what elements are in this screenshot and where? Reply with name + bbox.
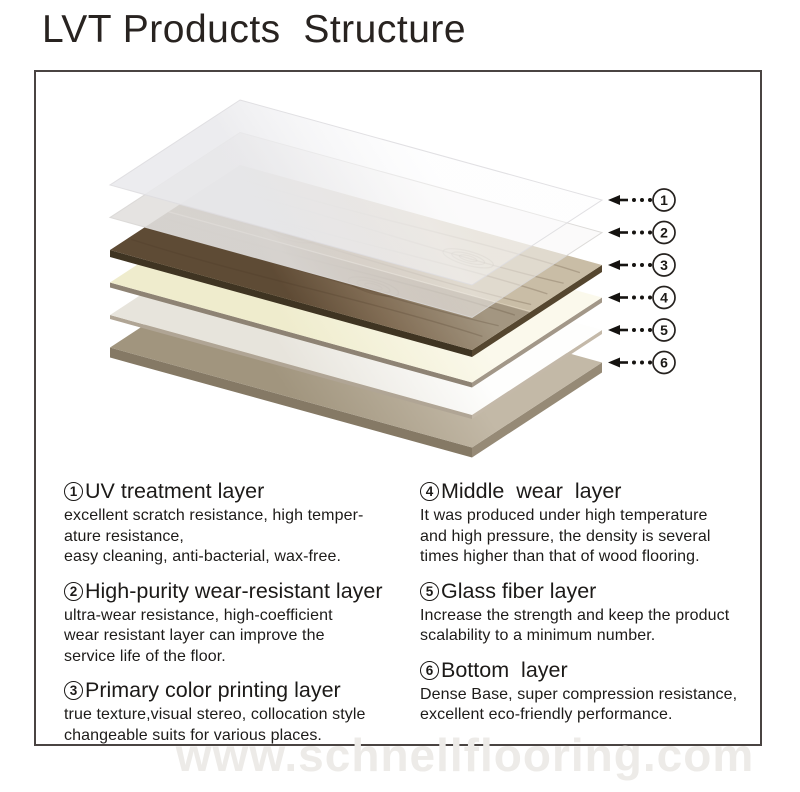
section-body: Dense Base, super compression resistance… [420, 685, 738, 724]
callout-circle [652, 220, 676, 245]
layer-1-uv-treatment [108, 99, 604, 286]
layer-side-right [472, 297, 602, 388]
section-body: excellent scratch resistance, high tempe… [64, 507, 364, 565]
callout-number: 2 [660, 225, 668, 241]
arrow-left-icon [608, 195, 620, 205]
dot [632, 263, 636, 267]
section-body: Increase the strength and keep the produ… [420, 606, 730, 645]
callout-number: 6 [660, 355, 668, 371]
layer-side-right [472, 330, 602, 419]
callout-5: 5 [608, 318, 676, 342]
dot [640, 230, 644, 235]
arrow-left-icon [608, 292, 620, 303]
layer-side-left [110, 282, 472, 388]
section-title: Glass fiber layer [441, 578, 597, 603]
dot [640, 360, 644, 365]
callout-4: 4 [608, 285, 676, 310]
watermark-text: www.schnellflooring.com [175, 729, 755, 781]
circled-number-2: 2 [64, 581, 83, 601]
layer-side-left [110, 315, 472, 419]
callout-circle [652, 350, 676, 375]
callout-number: 4 [660, 290, 668, 306]
section-title: UV treatment layer [85, 479, 265, 503]
section-title: Middle wear layer [441, 479, 622, 503]
callout-6: 6 [608, 350, 676, 375]
dot [640, 328, 644, 332]
dot [632, 360, 636, 365]
page-title: LVT Products Structure [42, 8, 467, 51]
dot [648, 230, 652, 235]
dot [648, 328, 652, 332]
section-body: true texture,visual stereo, collocation … [64, 706, 366, 744]
dot [648, 198, 652, 202]
callout-1: 1 [608, 188, 676, 212]
layer-side-right [472, 265, 602, 357]
section-title: Bottom layer [441, 657, 568, 682]
arrow-left-icon [608, 227, 620, 238]
dot [632, 230, 636, 235]
callout-number: 3 [660, 257, 668, 273]
callout-circle [652, 285, 676, 310]
circled-number-4: 4 [420, 482, 439, 502]
circled-number-6: 6 [420, 660, 439, 680]
dot [640, 263, 644, 267]
layer-side-left [110, 347, 472, 458]
arrow-left-icon [608, 260, 620, 270]
dot [648, 263, 652, 267]
dot [632, 198, 636, 202]
callout-number: 1 [660, 192, 668, 208]
section-title: Primary color printing layer [85, 678, 341, 702]
callout-3: 3 [608, 253, 676, 277]
callout-number: 5 [660, 322, 668, 338]
layer-top-face [108, 99, 604, 286]
circled-number-1: 1 [64, 482, 83, 502]
layer-side-right [472, 362, 602, 458]
layer-diagram: 1 2 3 4 5 6 [108, 99, 676, 458]
callout-circle [652, 253, 676, 277]
dot [640, 198, 644, 202]
circled-number-3: 3 [64, 681, 83, 701]
layer-side-left [110, 250, 472, 357]
callout-2: 2 [608, 220, 676, 245]
dot [632, 328, 636, 332]
arrow-left-icon [608, 325, 620, 335]
circled-number-5: 5 [420, 581, 439, 601]
dot [648, 360, 652, 365]
callout-circle [652, 188, 676, 212]
callout-circle [652, 318, 676, 342]
dot [648, 295, 652, 300]
section-title: High-purity wear-resistant layer [85, 578, 383, 603]
arrow-left-icon [608, 357, 620, 368]
dot [640, 295, 644, 300]
dot [632, 295, 636, 300]
content-frame [34, 70, 762, 746]
